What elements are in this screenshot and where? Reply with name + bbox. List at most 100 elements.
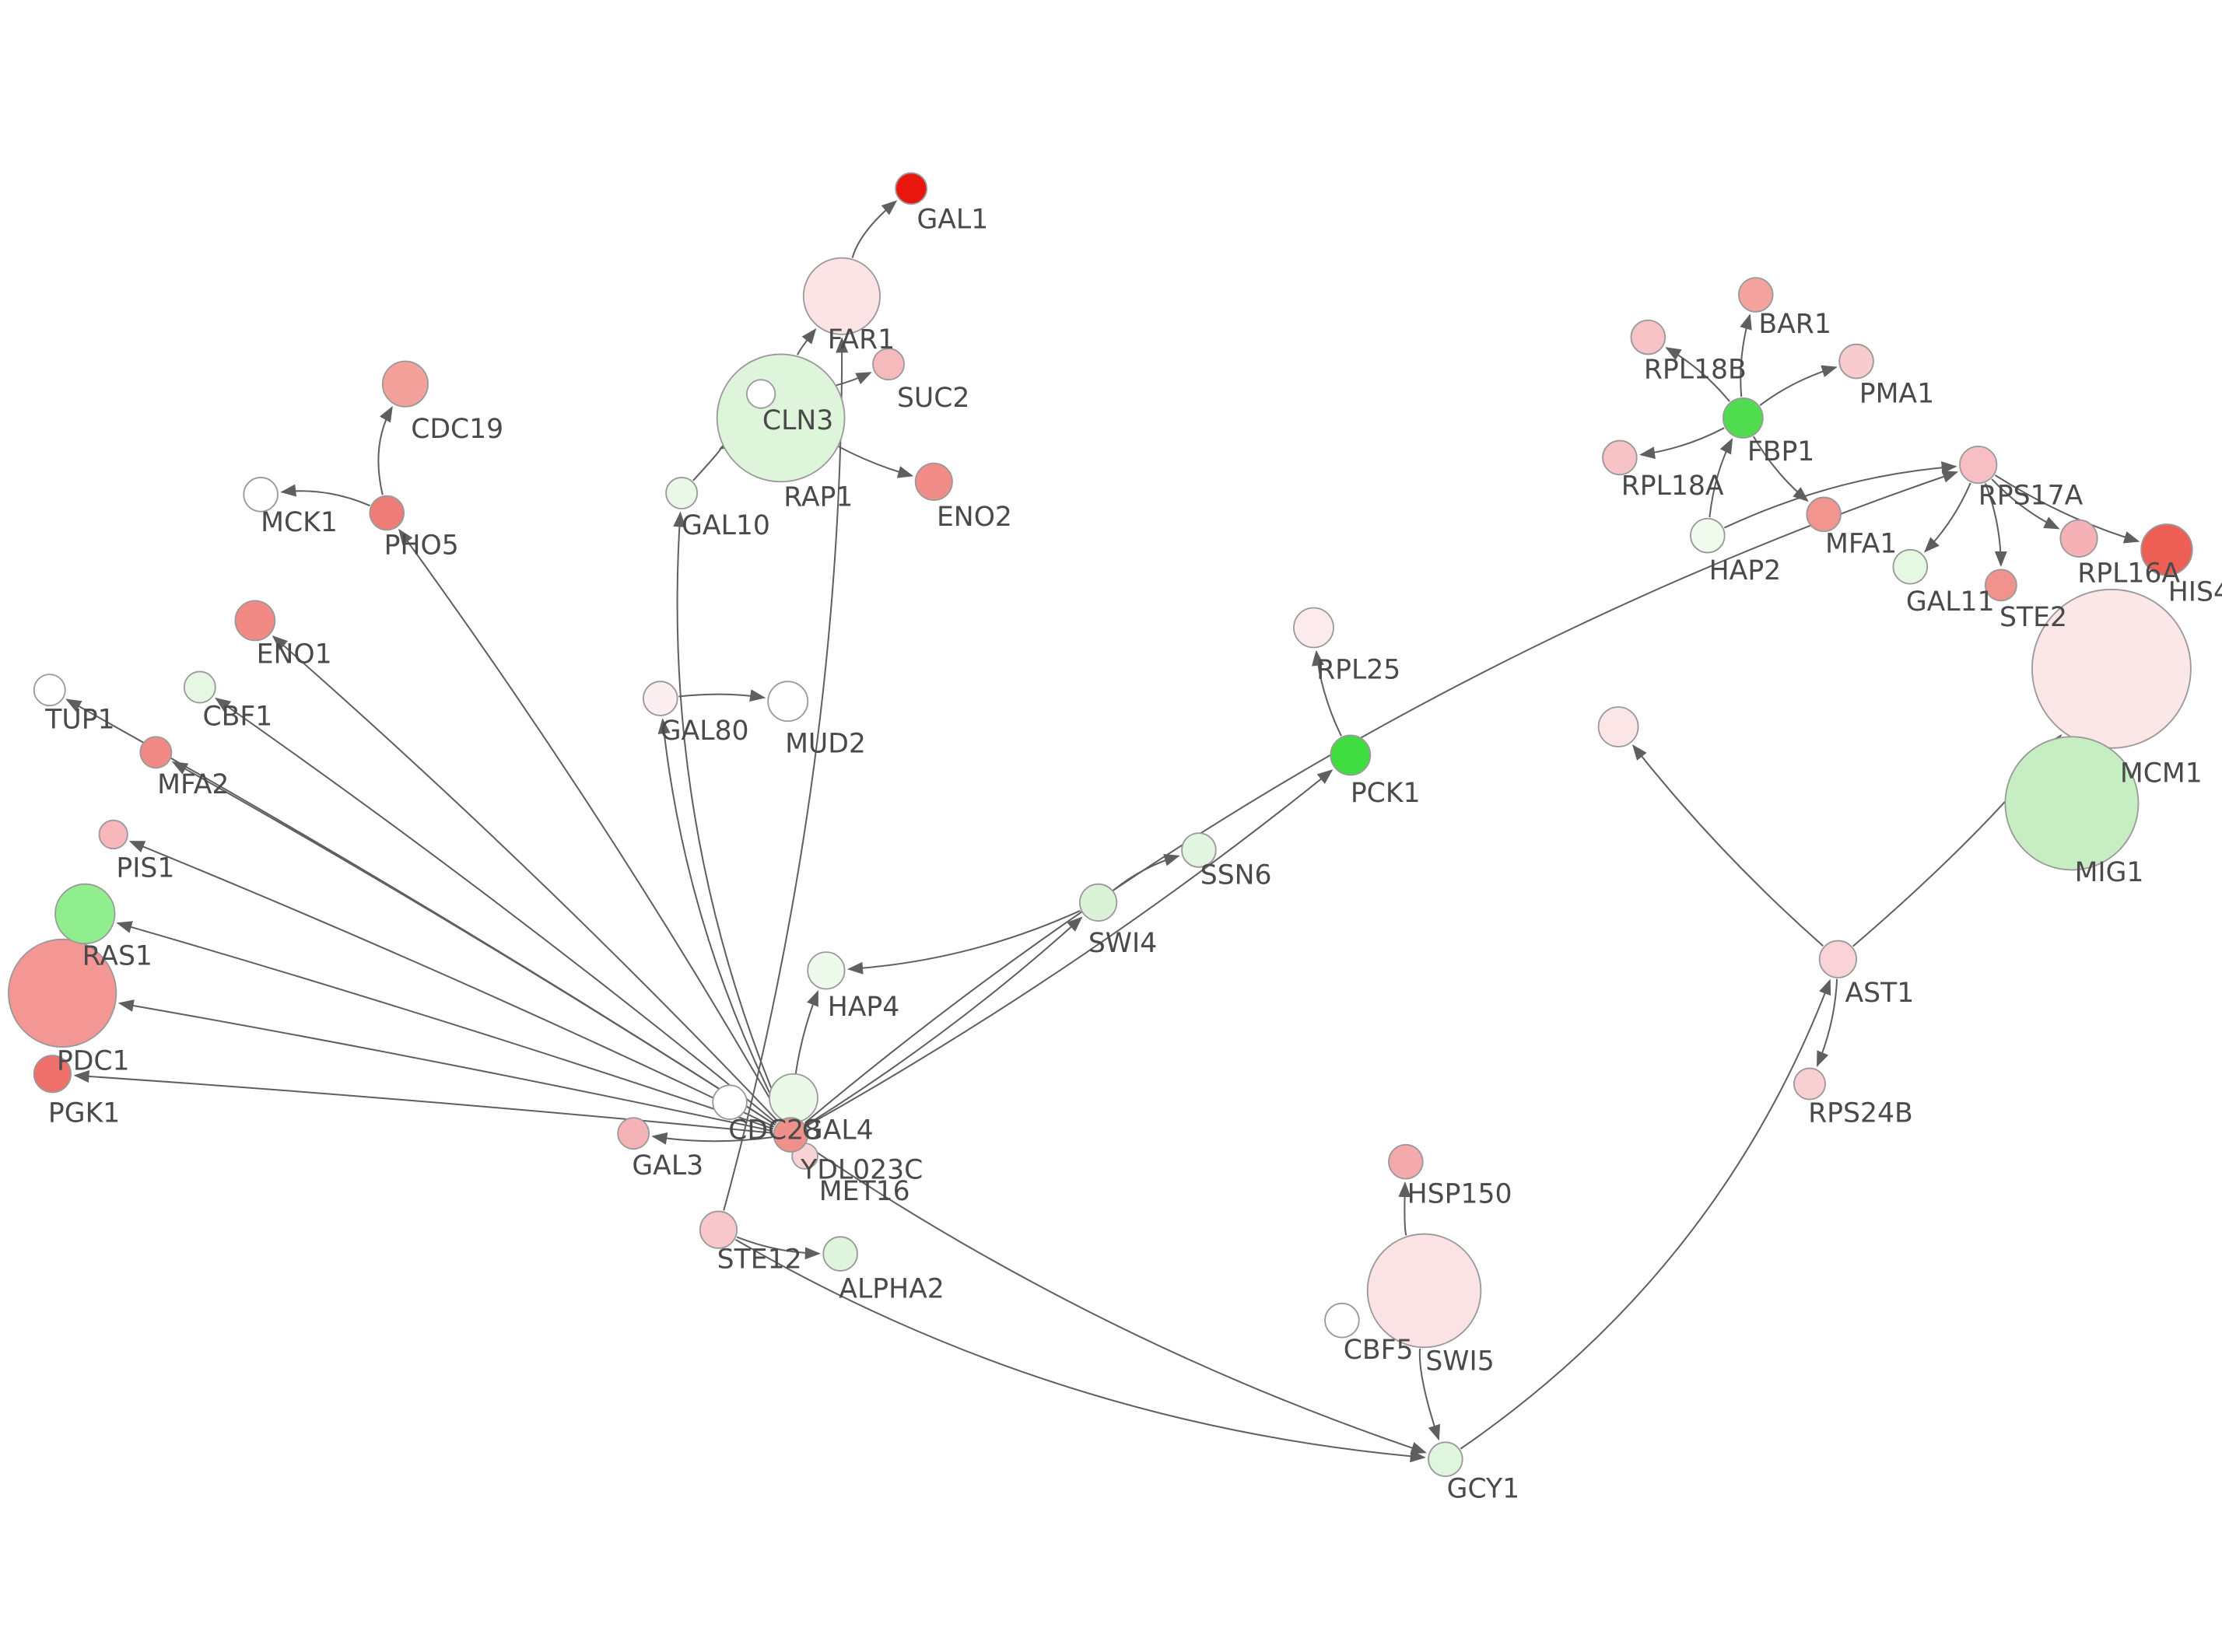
node-MCK1[interactable] [243, 477, 279, 513]
edge-GAL4-ENO1[interactable] [272, 635, 779, 1122]
node-CBF5[interactable] [1324, 1302, 1360, 1339]
node-MFA1[interactable] [1806, 496, 1842, 533]
node-STE2[interactable] [1984, 569, 2017, 602]
edge-AST1-UNNAMED1[interactable] [1631, 744, 1824, 947]
node-AST1[interactable] [1818, 940, 1857, 978]
edge-GAL4-RAS1[interactable] [116, 921, 774, 1130]
node-MFA2[interactable] [139, 736, 173, 769]
edge-GAL4-PIS1[interactable] [128, 840, 775, 1128]
node-MIG1[interactable] [2004, 736, 2140, 871]
node-ENO1[interactable] [234, 600, 276, 642]
node-GAL3[interactable] [617, 1117, 650, 1150]
node-GAL4[interactable] [773, 1117, 809, 1153]
node-YDL023C[interactable] [712, 1084, 748, 1120]
node-SSN6[interactable] [1181, 832, 1217, 868]
node-HAP2[interactable] [1690, 517, 1726, 554]
edge-RPS17A-STE2[interactable] [1984, 483, 2007, 567]
edge-RPS17A-RPL16A[interactable] [1991, 478, 2060, 530]
edge-FBP1-MFA1[interactable] [1752, 436, 1809, 502]
node-label-MET16: MET16 [819, 1176, 910, 1207]
node-FAR1[interactable] [802, 257, 881, 335]
node-MUD2[interactable] [767, 681, 809, 723]
node-PCK1[interactable] [1330, 734, 1372, 776]
node-RPL16A[interactable] [2059, 519, 2098, 558]
node-TUP1[interactable] [33, 674, 66, 707]
node-PMA1[interactable] [1838, 343, 1874, 380]
edge-GAL4-PHO5[interactable] [398, 528, 783, 1119]
edge-RPS17A-GAL11[interactable] [1924, 482, 1971, 553]
node-SWI4[interactable] [1079, 883, 1118, 922]
edge-GAL4-TUP1[interactable] [65, 698, 776, 1125]
node-RPS24B[interactable] [1793, 1067, 1826, 1101]
node-CDC19[interactable] [381, 360, 429, 408]
node-HIS4[interactable] [2140, 523, 2193, 576]
node-ENO2[interactable] [914, 462, 953, 501]
edge-GAL4-GAL10[interactable] [673, 511, 784, 1118]
node-PDC1[interactable] [8, 938, 117, 1048]
edge-PHO5-MCK1[interactable] [280, 484, 370, 507]
edge-FAR1-GAL1[interactable] [851, 200, 898, 258]
node-PGK1[interactable] [33, 1055, 72, 1094]
edge-GAL4-GCY1[interactable] [805, 1144, 1427, 1454]
node-HSP150[interactable] [1388, 1143, 1424, 1180]
node-RPS17A[interactable] [1959, 445, 1998, 485]
node-ALPHA2[interactable] [822, 1236, 858, 1272]
node-GCY1[interactable] [1428, 1441, 1463, 1477]
node-PHO5[interactable] [369, 495, 405, 531]
edge-GAL4-PDC1[interactable] [117, 999, 773, 1132]
edge-HAP2-RPS17A[interactable] [1723, 461, 1957, 529]
node-RAS1[interactable] [54, 883, 116, 945]
edge-GCY1-AST1[interactable] [1460, 978, 1831, 1450]
edge-FBP1-RPL18B[interactable] [1665, 347, 1730, 402]
edge-GAL10-CLN3[interactable] [692, 436, 736, 481]
node-label-RAP1: RAP1 [783, 481, 853, 513]
edge-GAL4-PGK1[interactable] [73, 1069, 773, 1134]
edge-GAL4-CBF1[interactable] [215, 697, 777, 1124]
edge-SWI5-GCY1[interactable] [1418, 1348, 1441, 1441]
node-HAP4[interactable] [807, 951, 846, 990]
node-BAR1[interactable] [1737, 277, 1774, 313]
edge-HAP2-FBP1[interactable] [1709, 438, 1733, 518]
node-UNNAMED1[interactable] [1597, 706, 1639, 747]
edge-GAL80-MUD2[interactable] [678, 689, 766, 702]
edge-STE12-GCY1[interactable] [735, 1238, 1426, 1463]
edge-GAL4-MFA2[interactable] [171, 761, 776, 1126]
edge-GAL4-SWI4[interactable] [805, 916, 1083, 1126]
node-GAL1[interactable] [895, 172, 928, 205]
edge-AST1-RPS24B[interactable] [1816, 978, 1838, 1067]
node-RPL25[interactable] [1293, 607, 1334, 649]
edge-RPS17A-HIS4[interactable] [1994, 474, 2140, 544]
node-MCM1[interactable] [2031, 588, 2192, 749]
edge-PHO5-CDC19[interactable] [377, 406, 393, 495]
node-label-ENO1: ENO1 [257, 639, 332, 670]
edge-CLN3-FAR1[interactable] [797, 328, 817, 355]
node-GAL10[interactable] [665, 477, 699, 509]
node-GAL11[interactable] [1892, 548, 1929, 585]
node-label-MCM1: MCM1 [2120, 758, 2203, 789]
edge-GAL4-GAL3[interactable] [651, 1132, 773, 1145]
node-label-ALPHA2: ALPHA2 [839, 1274, 944, 1305]
node-STE12[interactable] [699, 1210, 738, 1249]
node-RAP1[interactable] [745, 379, 776, 409]
edge-GAL4-PCK1[interactable] [806, 769, 1334, 1127]
edge-STE12-ALPHA2[interactable] [736, 1236, 821, 1260]
node-SWI5[interactable] [1366, 1233, 1482, 1349]
edge-SWI4-SSN6[interactable] [1113, 853, 1180, 891]
node-SUC2[interactable] [872, 348, 905, 381]
node-FBP1[interactable] [1722, 397, 1764, 439]
edge-SWI4-HAP4[interactable] [847, 910, 1081, 975]
edge-STE12-FAR1[interactable] [723, 337, 849, 1211]
edge-FBP1-PMA1[interactable] [1759, 365, 1838, 406]
edge-SWI5-HSP150[interactable] [1398, 1181, 1411, 1236]
node-RPL18A[interactable] [1602, 439, 1638, 476]
edge-FBP1-RPL18A[interactable] [1639, 427, 1725, 460]
node-PIS1[interactable] [98, 819, 128, 850]
edge-FBP1-BAR1[interactable] [1740, 313, 1752, 397]
node-GAL80[interactable] [643, 681, 678, 716]
edge-PCK1-RPL25[interactable] [1311, 649, 1342, 737]
node-RPL18B[interactable] [1630, 319, 1666, 355]
node-CBF1[interactable] [183, 670, 216, 704]
edge-GAL4-GAL80[interactable] [657, 718, 783, 1119]
